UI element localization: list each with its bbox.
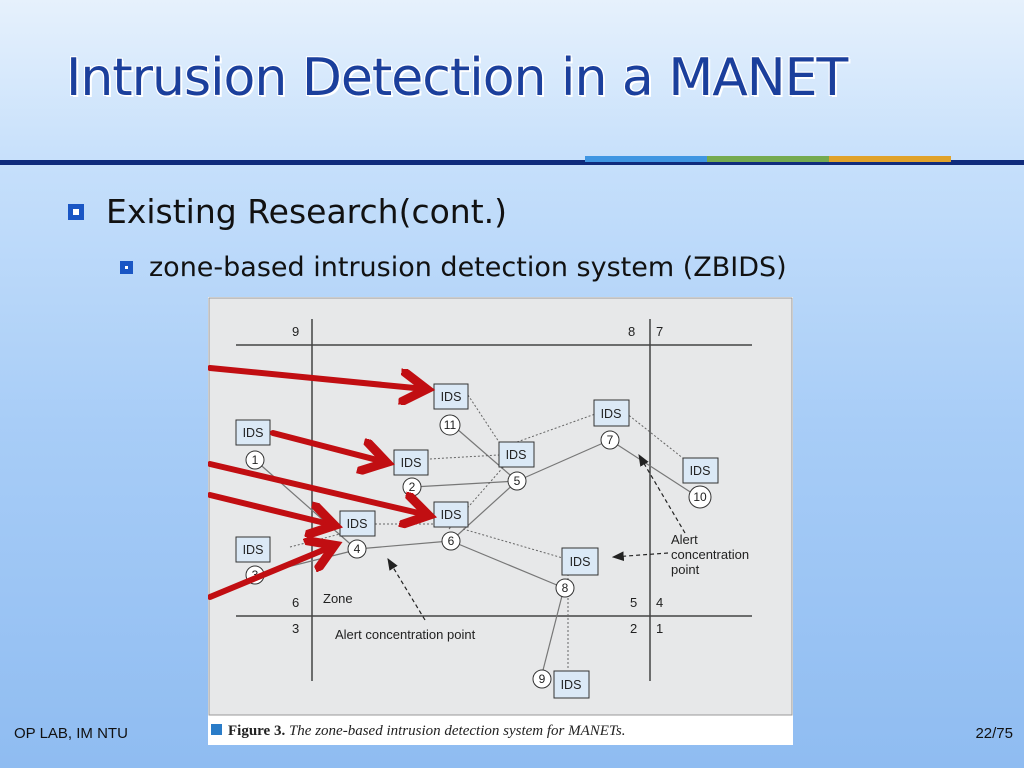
node-circle-4 xyxy=(347,539,367,559)
red-arrow-to-node-4-lower xyxy=(208,546,333,600)
ids-box-label: IDS xyxy=(570,555,591,569)
node-circle-9 xyxy=(532,669,552,689)
ids-box-label: IDS xyxy=(690,464,711,478)
caption-text: The zone-based intrusion detection syste… xyxy=(285,723,625,739)
ids-box-node-9 xyxy=(553,670,590,699)
zone-number: 2 xyxy=(630,621,637,636)
square-bullet-icon xyxy=(68,203,84,220)
zbids-diagram: 9 8 7 6 5 4 3 2 1 Zone xyxy=(208,297,793,739)
ids-box-node-8 xyxy=(561,547,599,576)
node-circle-10 xyxy=(688,485,712,509)
ids-box-node-10 xyxy=(682,457,719,484)
red-arrow-to-node-2 xyxy=(270,430,385,462)
ids-box-label: IDS xyxy=(441,390,462,404)
zone-grid xyxy=(236,319,752,681)
node-number: 9 xyxy=(539,672,546,686)
node-circle-8 xyxy=(555,578,575,598)
ids-box-node-5 xyxy=(498,441,535,468)
zone-number: 5 xyxy=(630,595,637,610)
node-circle-1 xyxy=(245,450,265,470)
ids-box-node-2 xyxy=(393,449,429,476)
accent-bar-green xyxy=(707,156,829,162)
ids-box-node-6 xyxy=(433,501,469,528)
node-circle-5 xyxy=(507,471,527,491)
bullet-level-2: zone-based intrusion detection system (Z… xyxy=(120,252,787,283)
ids-box-label: IDS xyxy=(506,448,527,462)
alert-label-right-line2: concentration xyxy=(671,547,749,562)
bullet-text-zbids: zone-based intrusion detection system (Z… xyxy=(149,252,787,283)
red-arrow-to-node-11 xyxy=(208,365,425,389)
zone-number: 3 xyxy=(292,621,299,636)
accent-bar-orange xyxy=(829,156,951,162)
ids-box-label: IDS xyxy=(601,407,622,421)
slide-title: Intrusion Detection in a MANET xyxy=(66,48,848,108)
red-arrow-to-node-6 xyxy=(208,461,427,515)
node-circle-7 xyxy=(600,430,620,450)
footer-lab-name: OP LAB, IM NTU xyxy=(14,725,128,742)
ids-box-label: IDS xyxy=(243,543,264,557)
node-circle-11 xyxy=(439,414,461,436)
square-bullet-icon xyxy=(120,261,133,274)
node-number: 10 xyxy=(693,490,707,504)
zone-number: 9 xyxy=(292,324,299,339)
caption-label: Figure 3. xyxy=(228,723,285,739)
accent-bar-blue xyxy=(585,156,707,162)
figure-caption: Figure 3. The zone-based intrusion detec… xyxy=(228,723,625,739)
title-divider xyxy=(0,160,1024,165)
alert-pointer-right-lower xyxy=(611,551,669,562)
ids-box-label: IDS xyxy=(401,456,422,470)
zone-label: Zone xyxy=(323,591,353,606)
node-number: 11 xyxy=(444,418,457,432)
bullet-level-1: Existing Research(cont.) xyxy=(68,192,507,231)
ids-box-node-3 xyxy=(235,536,271,563)
ids-box-node-7 xyxy=(593,399,630,427)
alert-label-left: Alert concentration point xyxy=(335,627,476,642)
zone-number: 4 xyxy=(656,595,663,610)
red-arrow-to-node-4-upper xyxy=(208,492,333,525)
ids-box-label: IDS xyxy=(243,426,264,440)
node-number: 8 xyxy=(562,581,569,595)
zbids-figure: 9 8 7 6 5 4 3 2 1 Zone xyxy=(208,297,793,745)
zone-number: 1 xyxy=(656,621,663,636)
page-number: 22/75 xyxy=(975,725,1013,742)
zone-number: 8 xyxy=(628,324,635,339)
ids-box-node-1 xyxy=(235,419,271,446)
bullet-text-existing-research: Existing Research(cont.) xyxy=(106,192,507,231)
ids-box-label: IDS xyxy=(441,508,462,522)
node-number: 2 xyxy=(409,480,416,494)
alert-pointer-left xyxy=(387,557,426,621)
node-circle-6 xyxy=(441,531,461,551)
node-number: 7 xyxy=(607,433,614,447)
alert-pointer-right-upper xyxy=(638,453,686,534)
ids-box-node-11 xyxy=(433,383,469,410)
node-number: 3 xyxy=(252,568,259,582)
zone-number: 6 xyxy=(292,595,299,610)
ids-box-label: IDS xyxy=(347,517,368,531)
node-number: 5 xyxy=(514,474,521,488)
zone-number: 7 xyxy=(656,324,663,339)
alert-label-right-line3: point xyxy=(671,562,700,577)
node-number: 6 xyxy=(448,534,455,548)
node-number: 4 xyxy=(354,542,361,556)
ids-box-node-4 xyxy=(339,510,376,537)
node-number: 1 xyxy=(252,453,259,467)
ids-box-label: IDS xyxy=(561,678,582,692)
alert-label-right-line1: Alert xyxy=(671,532,698,547)
caption-square-icon xyxy=(211,724,222,735)
